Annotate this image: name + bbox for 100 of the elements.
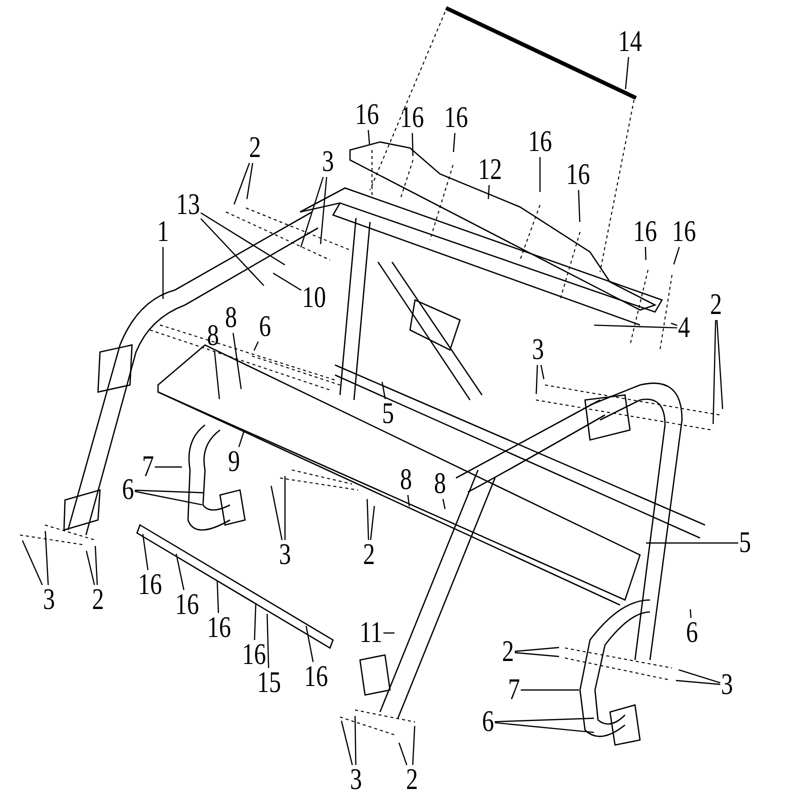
leader-line <box>494 722 594 734</box>
leader-line <box>407 494 410 506</box>
leader-line <box>716 320 724 410</box>
leader-line <box>214 350 220 400</box>
leader-line <box>154 466 182 468</box>
leader-line <box>712 320 716 424</box>
callout-number: 16 <box>174 590 200 620</box>
leader-line <box>382 382 386 400</box>
leader-line <box>254 341 259 351</box>
leader-line <box>646 542 738 544</box>
leader-line <box>216 580 220 614</box>
callout-number: 2 <box>501 637 515 667</box>
callout-number: 6 <box>121 475 135 505</box>
leader-line <box>272 272 302 291</box>
leader-line <box>142 534 148 570</box>
callout-number: 3 <box>720 670 734 700</box>
leader-line <box>232 332 242 390</box>
callout-number: 6 <box>258 312 272 342</box>
callout-number: 15 <box>256 668 282 698</box>
leader-line <box>412 132 414 156</box>
leader-line <box>134 490 202 506</box>
leader-line <box>340 720 353 766</box>
callout-number: 3 <box>278 540 292 570</box>
callout-number: 5 <box>738 528 752 558</box>
callout-number: 2 <box>91 585 105 615</box>
callout-number: 11 <box>358 618 384 648</box>
callout-number: 16 <box>565 160 591 190</box>
leader-line <box>494 718 594 722</box>
callout-number: 12 <box>477 155 503 185</box>
leader-line <box>520 689 579 691</box>
leader-line <box>412 726 416 766</box>
leader-line <box>514 652 560 658</box>
callout-number: 2 <box>248 133 262 163</box>
callout-number: 10 <box>301 283 327 313</box>
callout-number: 16 <box>137 570 163 600</box>
callout-number: 8 <box>206 321 220 351</box>
callout-number: 2 <box>405 765 419 795</box>
leader-line <box>690 609 692 618</box>
leader-line <box>383 632 394 634</box>
callout-number: 2 <box>362 540 376 570</box>
leader-line <box>594 324 678 328</box>
callout-number: 2 <box>709 290 723 320</box>
leader-line <box>452 132 456 152</box>
leader-line <box>670 322 678 326</box>
leader-line <box>676 680 720 685</box>
callout-number: 8 <box>224 303 238 333</box>
leader-line <box>320 176 328 244</box>
callout-number: 16 <box>632 217 658 247</box>
callout-number: 14 <box>617 27 643 57</box>
leader-line <box>678 669 720 684</box>
leader-line <box>134 490 204 494</box>
callout-number: 5 <box>381 399 395 429</box>
callout-number: 16 <box>527 127 553 157</box>
leader-line <box>300 176 324 248</box>
leader-line <box>86 550 96 586</box>
callout-number: 3 <box>42 585 56 615</box>
callout-number: 9 <box>227 447 241 477</box>
leader-line <box>370 506 375 540</box>
leader-line <box>578 190 580 222</box>
callout-number: 13 <box>175 190 201 220</box>
leader-line <box>398 742 408 766</box>
leader-line <box>200 212 286 266</box>
callout-number: 16 <box>443 103 469 133</box>
leader-line <box>306 626 314 662</box>
leader-line <box>514 646 560 652</box>
callout-number: 8 <box>399 465 413 495</box>
leader-line <box>354 716 356 765</box>
leader-line <box>673 246 680 264</box>
callout-number: 3 <box>349 765 363 795</box>
callout-number: 16 <box>354 100 380 130</box>
callout-number: 7 <box>507 675 521 705</box>
callout-number: 3 <box>531 335 545 365</box>
callout-number: 4 <box>677 313 691 343</box>
leader-line <box>254 602 256 640</box>
leader-line <box>266 614 270 668</box>
leader-line <box>644 246 646 260</box>
leader-line <box>246 162 254 200</box>
leader-line <box>366 498 370 540</box>
leader-line <box>94 546 98 586</box>
callout-number: 7 <box>141 452 155 482</box>
leader-line <box>368 130 370 144</box>
leader-line <box>44 530 49 586</box>
leader-line <box>176 554 184 590</box>
callout-number: 16 <box>671 217 697 247</box>
callout-number: 16 <box>303 662 329 692</box>
leader-line <box>540 364 544 380</box>
leader-line <box>238 430 245 448</box>
callout-number: 8 <box>433 469 447 499</box>
callout-number: 16 <box>206 613 232 643</box>
callout-number: 16 <box>399 103 425 133</box>
leader-line <box>200 218 264 286</box>
leader-line <box>536 364 538 394</box>
leader-line <box>22 540 43 586</box>
leader-line <box>234 162 250 205</box>
leader-line <box>624 56 630 90</box>
callout-number: 16 <box>241 640 267 670</box>
callout-number: 1 <box>156 217 170 247</box>
leader-line <box>539 157 541 192</box>
leader-line <box>162 247 164 299</box>
callout-number: 6 <box>685 618 699 648</box>
